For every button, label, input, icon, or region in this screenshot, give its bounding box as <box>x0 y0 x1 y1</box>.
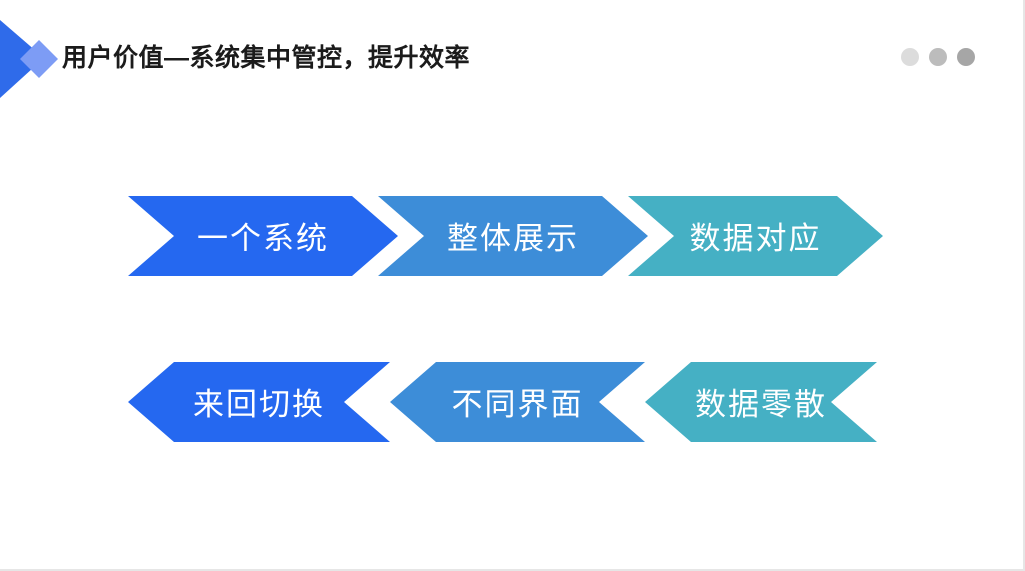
chevron-pain-1[interactable]: 来回切换 <box>128 362 390 442</box>
chevron-pain-2[interactable]: 不同界面 <box>390 362 645 442</box>
chevron-benefit-2[interactable]: 整体展示 <box>378 196 648 276</box>
dot-2-icon <box>929 48 947 66</box>
dot-1-icon <box>901 48 919 66</box>
chevron-pain-3[interactable]: 数据零散 <box>645 362 877 442</box>
chevron-benefit-1[interactable]: 一个系统 <box>128 196 398 276</box>
chevron-benefit-2-label: 整体展示 <box>447 220 579 256</box>
diamond-arrow-logo-icon <box>0 18 58 100</box>
page-title: 用户价值—系统集中管控，提升效率 <box>62 44 471 72</box>
dot-3-icon <box>957 48 975 66</box>
chevron-pain-2-label: 不同界面 <box>451 386 584 422</box>
chevron-pain-3-label: 数据零散 <box>695 386 827 422</box>
chevron-pain-1-label: 来回切换 <box>193 386 325 422</box>
chevron-benefit-3-label: 数据对应 <box>689 220 822 256</box>
header-dots <box>901 48 975 66</box>
chevron-benefit-3[interactable]: 数据对应 <box>628 196 883 276</box>
chevron-benefit-1-label: 一个系统 <box>197 220 329 256</box>
pain-points-row: 来回切换 不同界面 数据零散 <box>0 362 1025 444</box>
benefits-row: 一个系统 整体展示 数据对应 <box>0 196 1025 278</box>
